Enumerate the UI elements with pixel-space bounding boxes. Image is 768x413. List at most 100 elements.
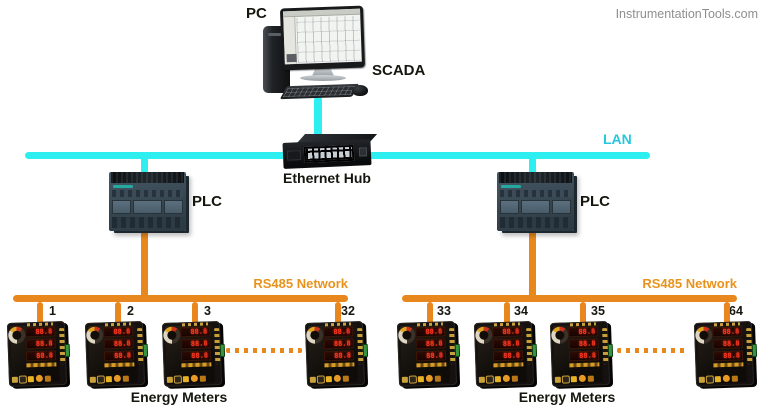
energy-meter-34: 88.8 88.8 88.8 [473, 321, 538, 387]
meter-buttons [401, 373, 454, 384]
rs485-riser-right [529, 228, 536, 302]
meter-number-33: 33 [437, 304, 451, 318]
led-display-row3: 88.8 [25, 350, 57, 362]
energy-meter-64: 88.8 88.8 88.8 [693, 321, 758, 387]
scada-taskbar-thumb [286, 53, 297, 63]
meter-drop-33 [427, 302, 433, 325]
led-display-row1: 88.8 [25, 326, 56, 338]
siemens-logo-mark [113, 185, 133, 188]
meter-comm-connector [607, 343, 614, 358]
meter-drop-64 [724, 302, 730, 325]
led-display-row2: 88.8 [25, 338, 56, 350]
energy-meter-body: 88.8 88.8 88.8 [693, 321, 758, 387]
plc-right [497, 172, 574, 231]
plc-bottom-terminals [112, 217, 183, 228]
lan-label: LAN [603, 131, 632, 147]
led-display-row1: 88.8 [180, 326, 211, 338]
energy-meter-body: 88.8 88.8 88.8 [396, 321, 461, 387]
plc-front-panels [112, 200, 183, 214]
led-display-row2: 88.8 [103, 338, 134, 350]
pc-mouse [352, 85, 368, 96]
plc-terminal-row [500, 190, 571, 197]
watermark: InstrumentationTools.com [615, 7, 758, 21]
meter-number-32: 32 [341, 304, 355, 318]
plc-terminal-row [112, 190, 183, 197]
meter-number-34: 34 [514, 304, 528, 318]
led-display-row1: 88.8 [712, 326, 743, 338]
energy-meter-3: 88.8 88.8 88.8 [161, 321, 226, 387]
energy-meter-body: 88.8 88.8 88.8 [6, 321, 71, 387]
plc-bottom-terminals [500, 217, 571, 228]
pc-keyboard [279, 83, 360, 100]
meter-drop-2 [115, 302, 121, 325]
led-display-row1: 88.8 [103, 326, 134, 338]
scada-label: SCADA [372, 62, 426, 79]
meter-buttons [166, 373, 219, 384]
lan-drop-left-plc [141, 156, 148, 176]
plc-body [497, 172, 574, 231]
meter-comm-connector [751, 343, 758, 358]
led-display-row3: 88.8 [492, 350, 524, 362]
led-display-row3: 88.8 [323, 350, 355, 362]
rs485-right-label: RS485 Network [642, 276, 737, 291]
dotted-continuation-right [617, 348, 689, 353]
meter-buttons [478, 373, 531, 384]
pc-label: PC [246, 5, 267, 22]
energy-meter-2: 88.8 88.8 88.8 [84, 321, 149, 387]
meter-number-3: 3 [204, 304, 211, 318]
lan-drop-right-plc [529, 156, 536, 176]
meter-buttons [309, 373, 362, 384]
led-display-row3: 88.8 [180, 350, 212, 362]
led-display-row2: 88.8 [415, 338, 446, 350]
ethernet-hub [282, 134, 378, 169]
plc-front-panels [500, 200, 571, 214]
meter-comm-connector [454, 343, 461, 358]
rs485-bus-left [13, 295, 348, 302]
hub-front-face [282, 139, 372, 169]
led-display-row2: 88.8 [323, 338, 354, 350]
monitor-stand-neck [312, 67, 334, 76]
dotted-continuation-left [226, 348, 302, 353]
meter-number-64: 64 [729, 304, 743, 318]
plc-vent-top [111, 172, 184, 183]
plc-right-label: PLC [580, 193, 610, 210]
meter-number-1: 1 [49, 304, 56, 318]
keyboard-keys [282, 85, 357, 98]
scada-screen [283, 8, 362, 65]
monitor-stand-base [300, 75, 346, 81]
meter-comm-connector [362, 343, 369, 358]
led-display-row3: 88.8 [712, 350, 744, 362]
hub-brand-panel [286, 150, 302, 161]
energy-meter-body: 88.8 88.8 88.8 [473, 321, 538, 387]
hub-uplink-port [358, 147, 368, 157]
meter-drop-34 [504, 302, 510, 325]
rs485-left-label: RS485 Network [253, 276, 348, 291]
energy-meter-1: 88.8 88.8 88.8 [6, 321, 71, 387]
meter-buttons [554, 373, 607, 384]
led-display-row2: 88.8 [568, 338, 599, 350]
meter-buttons [89, 373, 142, 384]
meter-comm-connector [219, 343, 226, 358]
meter-buttons [698, 373, 751, 384]
led-display-row1: 88.8 [492, 326, 523, 338]
meter-comm-connector [531, 343, 538, 358]
energy-meters-right-label: Energy Meters [518, 389, 616, 405]
rs485-riser-left [141, 228, 148, 302]
meter-number-2: 2 [127, 304, 134, 318]
meter-comm-connector [64, 343, 71, 358]
pc-monitor [279, 5, 366, 71]
energy-meter-35: 88.8 88.8 88.8 [549, 321, 614, 387]
led-display-row3: 88.8 [568, 350, 600, 362]
tower-drive-slot [268, 33, 285, 36]
energy-meters-left-label: Energy Meters [130, 389, 228, 405]
energy-meter-body: 88.8 88.8 88.8 [161, 321, 226, 387]
energy-meter-32: 88.8 88.8 88.8 [304, 321, 369, 387]
lan-line-pc-to-hub [314, 96, 322, 156]
energy-meter-body: 88.8 88.8 88.8 [549, 321, 614, 387]
plc-left-label: PLC [192, 193, 222, 210]
meter-comm-connector [142, 343, 149, 358]
hub-port-block [303, 144, 355, 163]
scada-schematic [296, 15, 361, 63]
led-display-row1: 88.8 [568, 326, 599, 338]
